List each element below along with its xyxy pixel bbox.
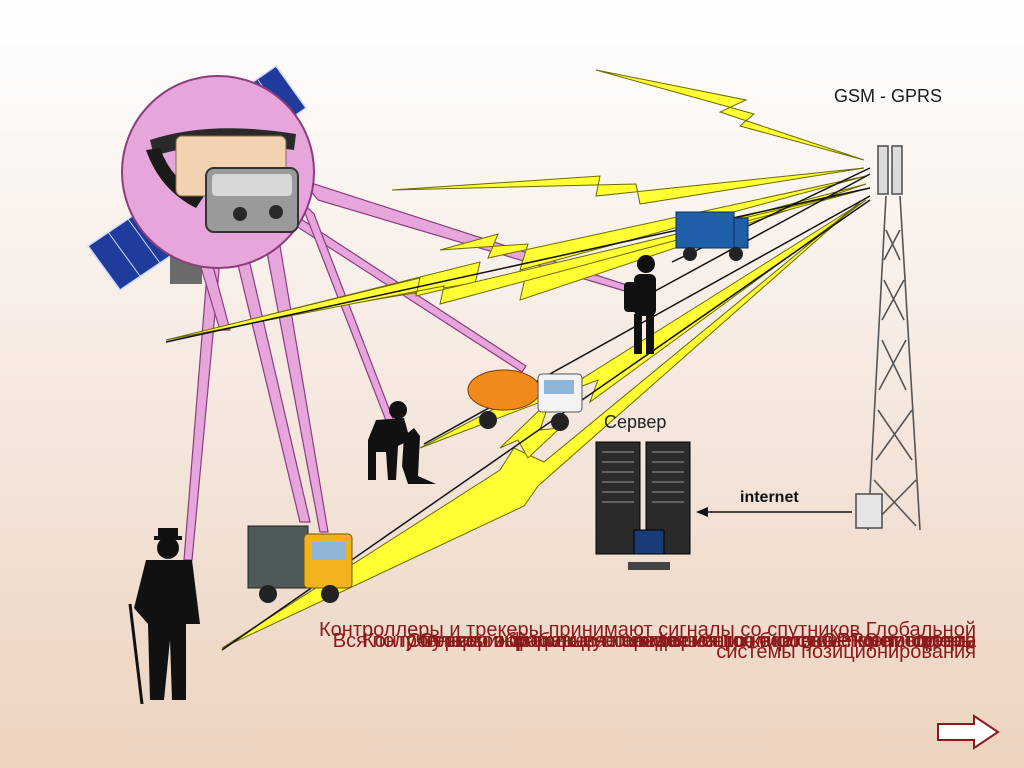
server-label: Сервер (604, 412, 667, 432)
caption-tracker-monitoring: Спутниковый трекер помогает контролирова… (406, 630, 976, 652)
caption-onboard-controllers: Контроллеры и трекеры устанавливаются бо… (362, 630, 976, 652)
gps-collar-tracker-icon (121, 75, 315, 269)
next-arrow-icon[interactable] (936, 714, 1000, 750)
man-with-dog-silhouette (368, 401, 436, 484)
yellow-truck-icon (247, 525, 353, 603)
elderly-man-silhouette (128, 528, 200, 705)
hiker-silhouette (624, 255, 656, 354)
caption-gprs-transfer: Вся полученная информация передается по … (332, 630, 976, 652)
caption-satellite-signals: Контроллеры и трекеры принимают сигналы … (319, 619, 976, 663)
internet-label: internet (740, 489, 799, 506)
internet-arrow (696, 507, 852, 517)
gsm-tower-icon (855, 145, 921, 531)
server-rack-icon (595, 441, 691, 570)
tanker-truck-icon (467, 369, 583, 431)
gprs-lightning-bolts (165, 69, 867, 649)
blue-truck-icon (675, 211, 749, 261)
gsm-gprs-label: GSM - GPRS (834, 86, 943, 106)
caption-server-processing: Сервер обрабатывает информацию в системе… (419, 630, 976, 652)
